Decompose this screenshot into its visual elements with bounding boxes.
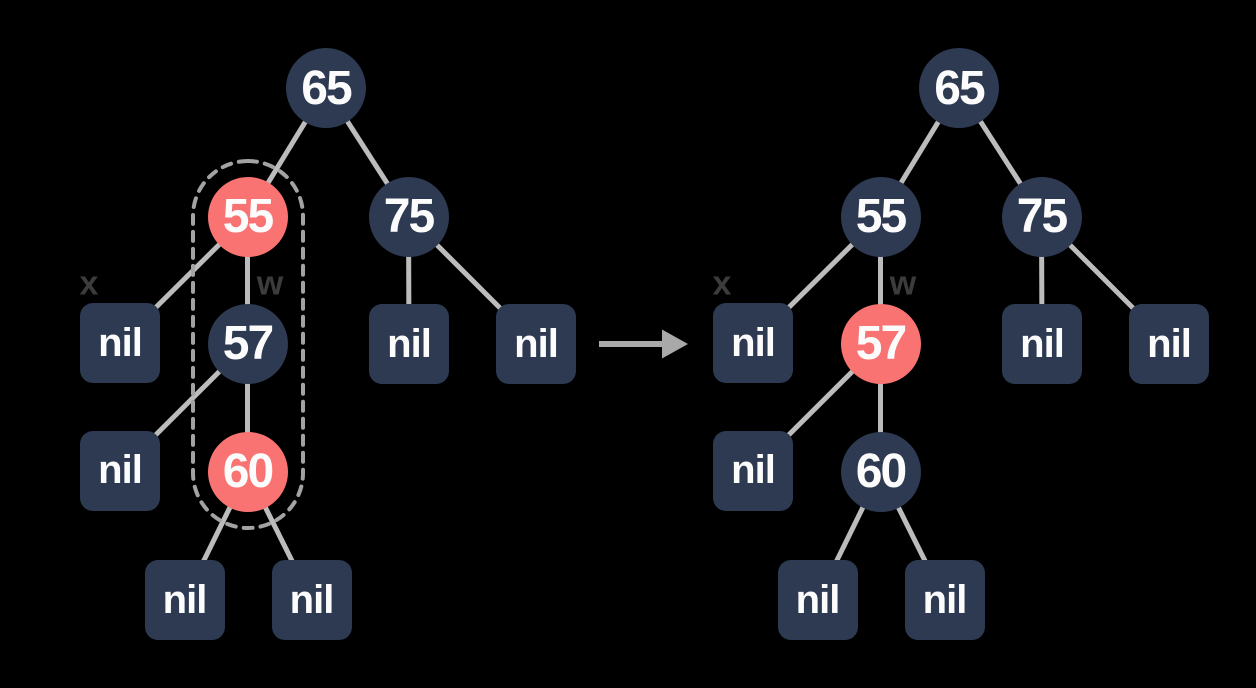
tree-node-before-55: 55 [207,176,288,257]
nil-leaf-before-nil-b: nil [369,304,449,384]
nil-leaf-before-nil-e: nil [144,560,225,640]
pointer-label-x-before: x [79,264,99,303]
nil-leaf-after-nil-f: nil [904,560,985,640]
tree-node-after-57: 57 [840,303,921,384]
tree-node-after-65: 65 [919,48,999,128]
tree-node-after-55: 55 [840,176,921,257]
tree-node-before-57: 57 [207,303,288,384]
nil-leaf-after-nil-e: nil [777,560,858,640]
nil-leaf-after-nil-d: nil [713,430,793,511]
nil-leaf-before-nil-d: nil [80,430,160,511]
nil-leaf-before-nil-c: nil [496,304,576,384]
pointer-label-w-before: w [256,264,284,303]
nil-leaf-after-nil-a: nil [713,303,793,383]
tree-node-before-60: 60 [207,431,288,512]
tree-node-after-60: 60 [840,431,921,512]
pointer-label-w-after: w [889,264,917,303]
tree-node-before-65: 65 [286,48,366,128]
tree-node-after-75: 75 [1001,176,1082,257]
highlight-capsule [191,159,305,530]
pointer-label-x-after: x [712,264,732,303]
nil-leaf-before-nil-a: nil [80,303,160,383]
tree-node-before-75: 75 [368,176,449,257]
nil-leaf-after-nil-c: nil [1129,304,1209,384]
nil-leaf-before-nil-f: nil [271,560,352,640]
transition-arrow-head [662,329,688,359]
nil-leaf-after-nil-b: nil [1002,304,1082,384]
